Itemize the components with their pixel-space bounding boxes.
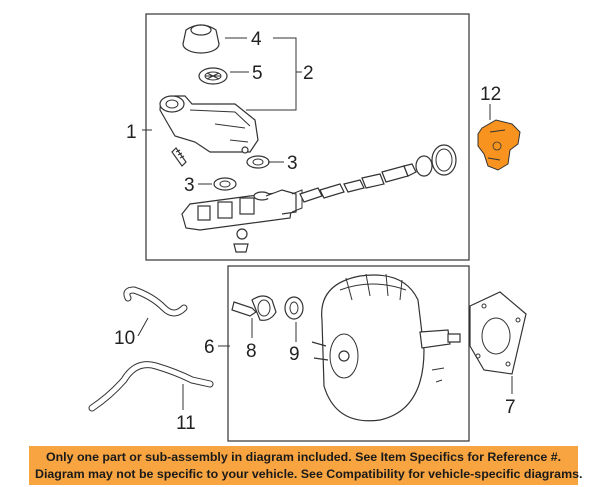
callout-7: 7 (505, 397, 516, 418)
callout-4: 4 (251, 29, 262, 50)
part-4-reservoir-cap[interactable] (182, 24, 220, 54)
master-cylinder-group-box (145, 13, 470, 261)
disclaimer-banner: Only one part or sub-assembly in diagram… (29, 446, 583, 485)
part-8-check-valve-fitting[interactable] (231, 295, 277, 321)
callout-2: 2 (303, 63, 314, 84)
part-9-grommet[interactable] (284, 296, 304, 320)
callout-11: 11 (176, 413, 196, 434)
callout-10: 10 (114, 328, 135, 349)
callout-1: 1 (126, 122, 137, 143)
part-7-booster-gasket[interactable] (469, 291, 527, 375)
part-10-vacuum-hose[interactable] (123, 286, 188, 317)
part-11-vacuum-hose[interactable] (88, 361, 214, 412)
callout-3-upper: 3 (287, 153, 298, 174)
part-o-rings[interactable] (415, 144, 457, 177)
callout-6: 6 (204, 337, 215, 358)
part-12-highlighted[interactable] (477, 119, 521, 171)
part-booster-assembly[interactable] (311, 273, 461, 422)
brake-booster-group-box (227, 265, 470, 442)
callout-8: 8 (246, 341, 257, 362)
callout-12: 12 (480, 84, 501, 105)
part-3-grommet-lower[interactable] (213, 177, 237, 191)
part-5-reservoir-strainer[interactable] (198, 67, 228, 85)
disclaimer-line-2: Diagram may not be specific to your vehi… (35, 467, 583, 481)
part-bolt[interactable] (171, 147, 187, 167)
part-3-grommet-upper[interactable] (246, 155, 270, 169)
leader-lines (137, 37, 513, 410)
part-master-cylinder-body[interactable] (181, 163, 417, 253)
disclaimer-line-1: Only one part or sub-assembly in diagram… (45, 450, 562, 464)
callout-3-lower: 3 (184, 175, 195, 196)
callout-9: 9 (289, 344, 300, 365)
part-reservoir[interactable] (159, 95, 259, 154)
callout-5: 5 (252, 63, 263, 84)
